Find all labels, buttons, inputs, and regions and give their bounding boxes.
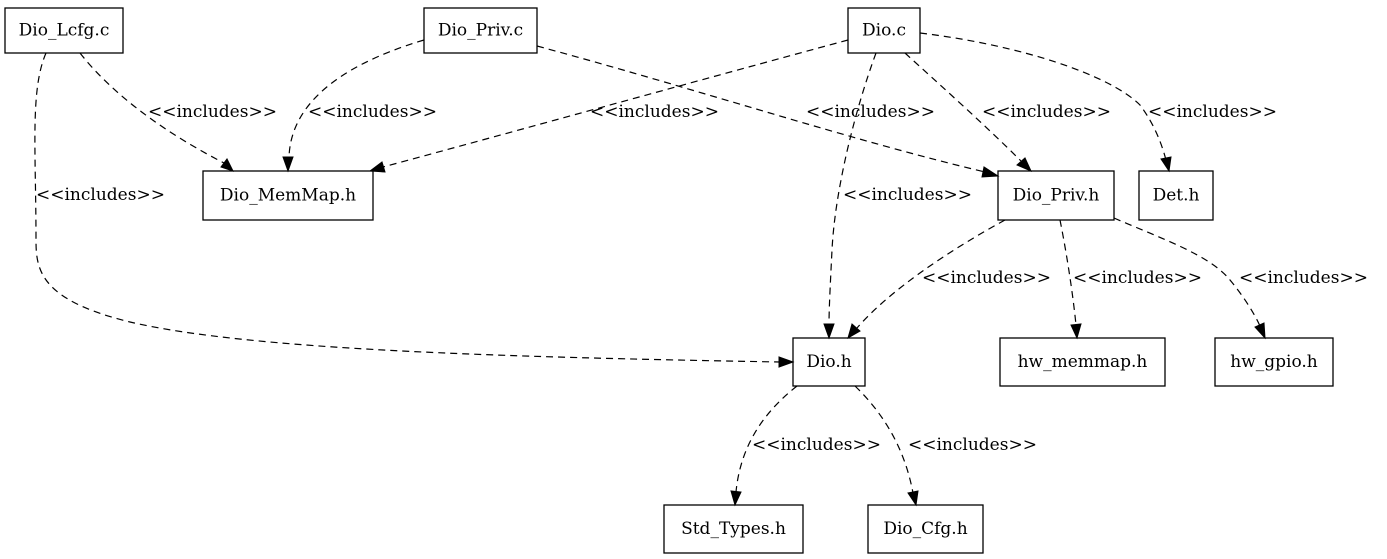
edge-dio-priv-c-to-dio-memmap-h: <<includes>> — [282, 39, 437, 173]
edge-dio-priv-h-to-hw-gpio-h: <<includes>> — [1113, 217, 1368, 340]
arrowhead-icon — [220, 158, 234, 172]
edge-dio-priv-h-to-hw-memmap-h: <<includes>> — [1059, 219, 1202, 340]
edge-label: <<includes>> — [148, 102, 277, 122]
node-label: Dio_Priv.c — [438, 21, 523, 41]
node-label: Dio_Priv.h — [1013, 186, 1100, 206]
arrowhead-icon — [1016, 157, 1032, 172]
arrowhead-icon — [1160, 156, 1172, 173]
node-dio-h[interactable]: Dio.h — [792, 337, 866, 387]
edge-line — [34, 52, 781, 363]
edge-line — [856, 219, 1006, 329]
edge-line — [536, 45, 986, 173]
edge-line — [288, 39, 425, 159]
edge-line — [1113, 217, 1261, 327]
edge-dio-c-to-dio-memmap-h: <<includes>> — [368, 39, 849, 173]
node-hw-gpio-h[interactable]: hw_gpio.h — [1214, 337, 1334, 387]
node-dio-priv-h[interactable]: Dio_Priv.h — [997, 170, 1115, 221]
arrowhead-icon — [778, 356, 795, 368]
node-label: hw_gpio.h — [1230, 352, 1318, 372]
edge-label: <<includes>> — [908, 435, 1037, 455]
edge-label: <<includes>> — [806, 102, 935, 122]
edge-dio-priv-h-to-dio-h: <<includes>> — [847, 219, 1051, 340]
node-dio-lcfg-c[interactable]: Dio_Lcfg.c — [4, 7, 124, 54]
edge-label: <<includes>> — [1073, 268, 1202, 288]
edge-label: <<includes>> — [590, 102, 719, 122]
node-label: Std_Types.h — [681, 519, 786, 539]
arrowhead-icon — [1254, 322, 1266, 340]
edge-dio-priv-c-to-dio-priv-h: <<includes>> — [536, 45, 1000, 178]
edge-dio-c-to-dio-h: <<includes>> — [823, 52, 972, 340]
arrowhead-icon — [907, 490, 919, 507]
node-label: hw_memmap.h — [1018, 352, 1148, 372]
edge-dio-h-to-dio-cfg-h: <<includes>> — [854, 385, 1037, 507]
arrowhead-icon — [1070, 323, 1082, 340]
node-std-types-h[interactable]: Std_Types.h — [663, 504, 804, 554]
node-dio-memmap-h[interactable]: Dio_MemMap.h — [202, 170, 374, 221]
arrowhead-icon — [981, 166, 1000, 178]
node-dio-priv-c[interactable]: Dio_Priv.c — [423, 7, 538, 54]
edge-line — [828, 52, 877, 326]
edge-line — [382, 39, 849, 168]
node-label: Dio_Cfg.h — [883, 519, 967, 539]
edge-line — [1059, 219, 1077, 326]
edge-label: <<includes>> — [752, 435, 881, 455]
edge-label: <<includes>> — [308, 102, 437, 122]
edge-dio-lcfg-c-to-dio-h: <<includes>> — [34, 52, 795, 368]
edge-dio-h-to-std-types-h: <<includes>> — [730, 385, 881, 507]
edge-label: <<includes>> — [982, 102, 1111, 122]
arrowhead-icon — [730, 490, 742, 507]
edge-dio-c-to-det-h: <<includes>> — [919, 32, 1277, 173]
edge-line — [79, 52, 225, 164]
node-label: Dio_MemMap.h — [220, 186, 356, 206]
node-dio-cfg-h[interactable]: Dio_Cfg.h — [867, 504, 984, 554]
edge-line — [904, 52, 1022, 162]
arrowhead-icon — [823, 323, 835, 340]
node-label: Dio_Lcfg.c — [19, 21, 110, 41]
arrowhead-icon — [282, 156, 294, 173]
node-label: Det.h — [1153, 186, 1200, 206]
node-dio-c[interactable]: Dio.c — [847, 7, 921, 54]
edge-line — [735, 385, 798, 493]
edge-label: <<includes>> — [1148, 102, 1277, 122]
edge-label: <<includes>> — [36, 185, 165, 205]
arrowhead-icon — [368, 161, 386, 173]
edge-label: <<includes>> — [1239, 268, 1368, 288]
arrowhead-icon — [847, 323, 861, 340]
node-label: Dio.h — [806, 352, 851, 372]
node-label: Dio.c — [862, 21, 906, 41]
node-hw-memmap-h[interactable]: hw_memmap.h — [999, 337, 1166, 387]
edge-label: <<includes>> — [922, 268, 1051, 288]
edge-dio-lcfg-c-to-dio-memmap-h: <<includes>> — [79, 52, 277, 172]
node-det-h[interactable]: Det.h — [1138, 170, 1214, 221]
edge-label: <<includes>> — [843, 185, 972, 205]
edge-line — [919, 32, 1167, 161]
edge-line — [854, 385, 914, 494]
edge-dio-c-to-dio-priv-h: <<includes>> — [904, 52, 1111, 172]
